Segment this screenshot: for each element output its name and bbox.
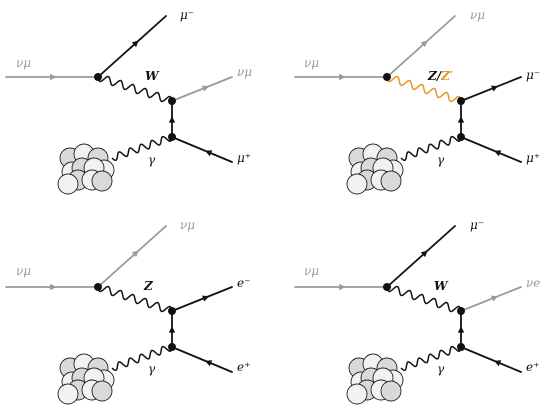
z-boson-label: Z (427, 69, 438, 83)
photon-propagator (111, 135, 173, 162)
nucleus-icon (57, 143, 115, 195)
outgoing-bottom-line (171, 136, 233, 163)
outgoing-electron-label: e⁻ (237, 276, 250, 290)
arrow-head (490, 85, 499, 92)
nucleon (380, 170, 402, 192)
outgoing-positron-label: e⁺ (526, 360, 539, 374)
outgoing-muon-plus-label: μ⁺ (237, 151, 251, 165)
arrow-head (457, 116, 465, 123)
vertex-dot-icon (168, 133, 176, 141)
arrow-head (201, 85, 210, 92)
nucleon (57, 383, 79, 405)
photon-label: γ (148, 362, 156, 376)
w-boson-label: W (145, 69, 160, 83)
photon-label: γ (437, 153, 445, 167)
diagram-w-exchange-muon-electron: νμ μ⁻ W νe γ e⁺ (294, 218, 540, 405)
outgoing-mid-line (171, 76, 233, 102)
w-boson-label: W (434, 279, 449, 293)
nucleon (57, 173, 79, 195)
outgoing-top-line (97, 15, 167, 78)
photon-propagator (400, 135, 462, 162)
nucleus-icon (346, 353, 404, 405)
nucleus-icon (57, 353, 115, 405)
vertex-dot-icon (457, 343, 465, 351)
photon-propagator (111, 345, 173, 372)
arrow-head (205, 150, 213, 157)
boson-propagator (386, 75, 462, 103)
vertex-dot-icon (457, 133, 465, 141)
arrow-head (339, 283, 346, 291)
vertex-dot-icon (168, 343, 176, 351)
arrow-head (201, 295, 210, 302)
incoming-neutrino-label: νμ (304, 56, 319, 70)
vertex-dot-icon (168, 97, 176, 105)
outgoing-muon-minus-label: μ⁻ (180, 8, 194, 22)
outgoing-mid-line (460, 286, 522, 312)
outgoing-bottom-line (460, 346, 522, 373)
diagram-z-exchange-dielectron: νμ νμ Z e⁻ γ e⁺ (5, 218, 250, 405)
arrow-head (420, 40, 428, 48)
vertex-dot-icon (383, 73, 391, 81)
outgoing-muon-plus-label: μ⁺ (526, 151, 540, 165)
zprime-boson-label: Z′ (440, 69, 454, 83)
arrow-head (339, 73, 346, 81)
photon-propagator (400, 345, 462, 372)
arrow-head (420, 250, 428, 258)
z-zprime-boson-label: Z/Z′ (427, 69, 454, 83)
nucleon (380, 380, 402, 402)
arrow-head (494, 150, 502, 157)
vertex-dot-icon (457, 307, 465, 315)
arrow-head (131, 40, 139, 48)
outgoing-bottom-line (171, 346, 233, 373)
vertex-dot-icon (94, 283, 102, 291)
outgoing-neutrino-label: νμ (237, 65, 252, 79)
diagram-w-exchange-dimuon: νμ μ⁻ W νμ γ μ⁺ (5, 8, 252, 195)
vertex-dot-icon (457, 97, 465, 105)
outgoing-top-line (97, 225, 167, 288)
outgoing-mid-line (460, 76, 522, 102)
vertex-dot-icon (168, 307, 176, 315)
boson-separator: / (436, 69, 443, 83)
nucleon (91, 380, 113, 402)
photon-label: γ (148, 153, 156, 167)
diagram-z-zprime-dimuon: νμ νμ Z/Z′ μ⁻ γ μ⁺ (294, 8, 540, 195)
boson-propagator (97, 75, 173, 103)
arrow-head (494, 360, 502, 367)
outgoing-positron-label: e⁺ (237, 360, 250, 374)
outgoing-mid-line (171, 286, 233, 312)
arrow-head (168, 326, 176, 333)
nucleon (346, 173, 368, 195)
arrow-head (457, 326, 465, 333)
arrow-head (50, 73, 57, 81)
arrow-head (490, 295, 499, 302)
outgoing-top-line (386, 225, 456, 288)
nucleon (91, 170, 113, 192)
incoming-neutrino-label: νμ (304, 264, 319, 278)
outgoing-bottom-line (460, 136, 522, 163)
incoming-neutrino-label: νμ (16, 56, 31, 70)
boson-propagator (386, 285, 462, 313)
outgoing-top-line (386, 15, 456, 78)
incoming-neutrino-label: νμ (16, 264, 31, 278)
z-boson-label: Z (143, 279, 154, 293)
vertex-dot-icon (383, 283, 391, 291)
outgoing-electron-neutrino-label: νe (526, 276, 540, 290)
arrow-head (131, 250, 139, 258)
arrow-head (50, 283, 57, 291)
vertex-dot-icon (94, 73, 102, 81)
outgoing-neutrino-label: νμ (180, 218, 195, 232)
outgoing-muon-minus-label: μ⁻ (526, 68, 540, 82)
outgoing-muon-minus-label: μ⁻ (470, 218, 484, 232)
nucleus-icon (346, 143, 404, 195)
outgoing-neutrino-label: νμ (470, 8, 485, 22)
boson-propagator (97, 285, 173, 313)
photon-label: γ (437, 362, 445, 376)
arrow-head (168, 116, 176, 123)
arrow-head (205, 360, 213, 367)
nucleon (346, 383, 368, 405)
